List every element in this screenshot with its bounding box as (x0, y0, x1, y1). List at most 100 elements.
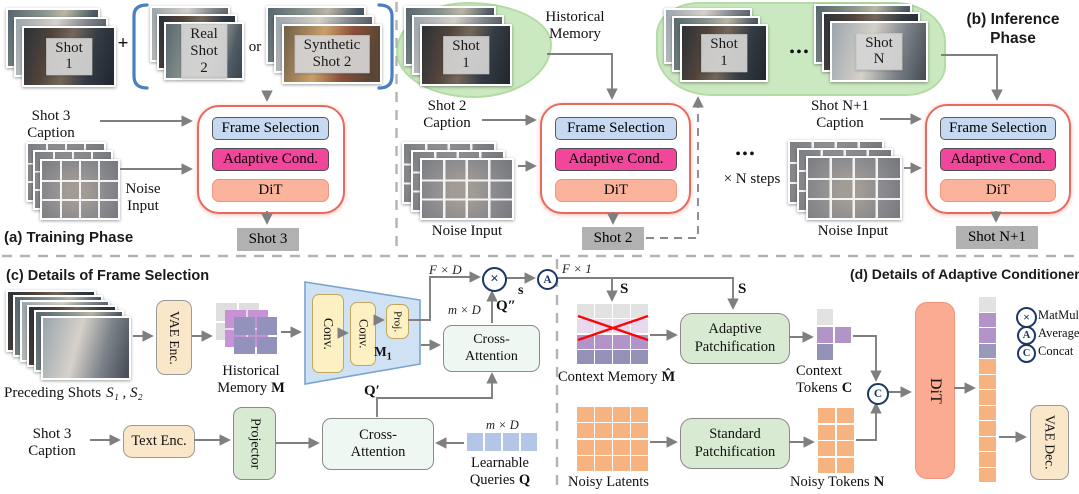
legend-average-label: Average (1038, 326, 1079, 340)
shotN-label: Shot N (855, 32, 903, 71)
tokens-text: Tokens (796, 380, 838, 396)
average-operator-icon: A (537, 269, 558, 290)
s-branch-right-label: S (738, 281, 747, 297)
video-frame: Shot N (830, 21, 928, 82)
shot3-output-box: Shot 3 (237, 228, 299, 251)
noise-input-stack-b2 (788, 140, 904, 220)
context-text: Context (796, 362, 842, 379)
shot3-caption-label-a: Shot 3 Caption (27, 107, 75, 141)
panel-d-title: (d) Details of Adaptive Conditioner (850, 266, 1079, 282)
shot2-output-box: Shot 2 (582, 227, 644, 250)
proj-box: Proj. (386, 304, 409, 339)
memory-text: Memory (217, 380, 268, 396)
panel-a-title: (a) Training Phase (4, 229, 134, 246)
fd-dim-label: F × D (429, 262, 462, 277)
md-dim-label: m × D (448, 303, 481, 317)
noise-input-label-a: Noise Input (125, 180, 161, 214)
shotN1-output-box: Shot N+1 (956, 226, 1038, 249)
text-encoder-box: Text Enc. (123, 425, 195, 458)
legend-matmul-icon: × (1016, 307, 1037, 328)
adaptive-cond-box: Adaptive Cond. (555, 148, 677, 171)
panel-b-title-line1: (b) Inference (966, 10, 1060, 28)
conv2-box: Conv. (350, 302, 376, 366)
memory-symbol: M (271, 380, 285, 396)
frame-selection-box: Frame Selection (212, 117, 329, 140)
dit-box: DiT (555, 179, 677, 202)
m1-base: M (374, 344, 387, 359)
video-frame: Real Shot 2 (164, 22, 244, 80)
shot1-label-b: Shot 1 (443, 36, 489, 74)
shot2-caption-label: Shot 2 Caption (423, 97, 471, 131)
shot3-caption-label-c: Shot 3 Caption (28, 425, 76, 459)
matmul-operator-icon: × (482, 267, 507, 292)
queries-symbol: Q (518, 472, 531, 488)
queries-text: Queries (469, 472, 515, 488)
shot1-stack-b: Shot 1 (404, 6, 512, 86)
preceding-shots-text: Preceding Shots (4, 385, 102, 401)
panel-c-title: (c) Details of Frame Selection (6, 268, 210, 284)
noise-input-stack-a (26, 142, 120, 220)
pipeline-box-a: Frame Selection Adaptive Cond. DiT (197, 105, 345, 214)
context-memory-text: Context Memory (558, 369, 658, 385)
q-double-prime-label: Q″ (496, 298, 516, 314)
shotN-stack: Shot N (814, 4, 930, 84)
legend-concat-icon: C (1017, 344, 1036, 363)
synthetic-shot2-label: Synthetic Shot 2 (294, 35, 370, 73)
noise-input-label-b2: Noise Input (817, 222, 889, 239)
frame-selection-box: Frame Selection (940, 117, 1056, 140)
noisy-latents-grid (577, 407, 648, 471)
dit-main-box: DiT (915, 302, 955, 479)
video-frame (41, 316, 131, 380)
learnable-queries-grid (467, 433, 537, 451)
m1-sub: 1 (386, 351, 392, 363)
context-tokens-grid (817, 309, 851, 360)
preceding-shots-stack (6, 290, 132, 380)
or-text: or (248, 38, 262, 55)
n-steps-label: × N steps (723, 170, 781, 187)
shot1-stack-a: Shot 1 (6, 8, 116, 87)
standard-patchification-box: Standard Patchification (680, 418, 790, 469)
dit-box: DiT (212, 179, 329, 202)
shot1-label: Shot 1 (46, 37, 92, 76)
shot1-label-b2: Shot 1 (701, 34, 747, 72)
iteration-dots: ••• (735, 147, 757, 162)
s-branch-left-label: S (620, 281, 629, 297)
output-tokens-column (979, 297, 996, 482)
learnable-text: Learnable (471, 454, 529, 471)
noise-input-label-b1: Noise Input (431, 222, 503, 239)
s-lower-label: s (518, 283, 524, 298)
historical-memory-label: Historical Memory (545, 8, 605, 42)
legend-average-icon: A (1017, 326, 1036, 345)
m1-label: M1 (374, 344, 392, 363)
blob-dots: ••• (789, 45, 811, 60)
shot1-stack-b2: Shot 1 (664, 8, 768, 84)
md2-dim-label: m × D (486, 418, 519, 432)
pipeline-box-b1: Frame Selection Adaptive Cond. DiT (540, 103, 691, 214)
synthetic-shot2-stack: Synthetic Shot 2 (266, 6, 382, 86)
adaptive-cond-box: Adaptive Cond. (940, 148, 1056, 171)
concat-operator-icon: C (867, 383, 889, 405)
dit-box: DiT (940, 179, 1056, 202)
noise-frame (40, 159, 120, 220)
noisy-tokens-symbol: N (873, 474, 885, 490)
vae-encoder-box: VAE Enc. (156, 300, 192, 375)
historical-text: Historical (222, 362, 280, 379)
adaptive-cond-box: Adaptive Cond. (212, 148, 329, 171)
video-frame: Shot 1 (22, 26, 116, 87)
f1-dim-label: F × 1 (562, 261, 592, 276)
shotN1-caption-label: Shot N+1 Caption (810, 97, 870, 131)
cross-attention-lower-box: Cross- Attention (322, 418, 434, 470)
noise-input-stack-b1 (402, 142, 514, 220)
historical-memory-grid-front (234, 317, 277, 354)
video-frame: Synthetic Shot 2 (282, 24, 382, 84)
adaptive-patchification-box: Adaptive Patchification (680, 313, 790, 364)
